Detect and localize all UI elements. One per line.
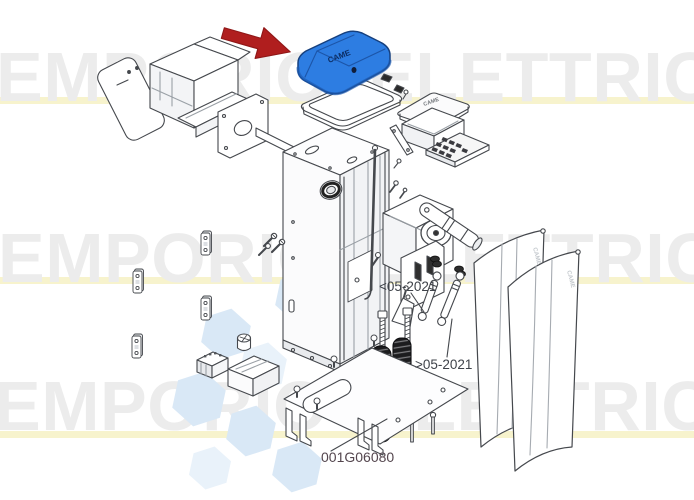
hinge-plates xyxy=(131,230,213,359)
anchor-base-plate xyxy=(283,334,469,456)
tension-rod-new xyxy=(437,271,465,326)
door-front-brand-logo: CAME xyxy=(565,270,575,289)
circuit-board xyxy=(425,132,490,168)
small-cover-box xyxy=(227,355,280,397)
highlight-arrow-icon xyxy=(220,27,291,59)
door-panel-front: CAME xyxy=(507,249,581,472)
lid-brand-logo: CAME xyxy=(423,97,441,108)
tension-rod-old xyxy=(417,271,442,321)
control-box xyxy=(401,107,465,153)
screws-cluster xyxy=(258,232,286,256)
highlighted-cover-part: CAME xyxy=(296,30,392,96)
door-rear-brand-logo: CAME xyxy=(531,247,541,266)
mounting-rail xyxy=(389,124,414,169)
label-variant-after: >05-2021 xyxy=(415,357,473,372)
lever-arm xyxy=(419,202,483,251)
head-assembly xyxy=(97,36,304,160)
leader-lines xyxy=(330,292,453,452)
transformer xyxy=(196,351,229,379)
bushing-cup xyxy=(236,333,252,352)
label-variant-before: <05-2021 xyxy=(379,279,437,294)
label-part-code: 001G06080 xyxy=(321,449,395,465)
watermark-band-3 xyxy=(0,431,694,438)
